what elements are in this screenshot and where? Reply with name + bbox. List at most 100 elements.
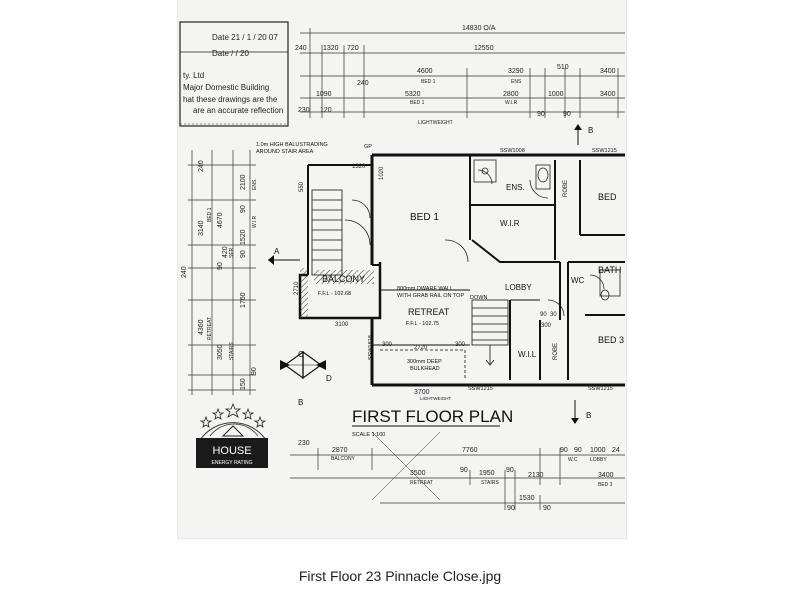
room-labels: BED 1 ENS. W.I.R ROBE BED BATH WC LOBBY … xyxy=(322,180,624,360)
dim-b-lobby: LOBBY xyxy=(590,457,607,463)
dim-510: 510 xyxy=(557,64,569,71)
stairs xyxy=(311,189,509,366)
stamp-text-3: hat these drawings are the xyxy=(183,95,278,104)
room-robe-2: ROBE xyxy=(553,343,559,360)
stamp: Date 21 / 1 / 20 07 Date / / 20 ty. Ltd … xyxy=(179,21,289,127)
dim-left-150: 150 xyxy=(240,378,247,390)
dim-12550: 12550 xyxy=(474,45,494,52)
dim-90-c: 90 xyxy=(540,312,547,318)
top-dimensions xyxy=(300,28,625,118)
logo-line-2: ENERGY RATING xyxy=(212,460,253,466)
dim-lightweight-top: LIGHTWEIGHT xyxy=(418,120,453,126)
dim-240: 240 xyxy=(295,45,307,52)
room-lobby: LOBBY xyxy=(505,283,532,292)
dim-b-3400: 3400 xyxy=(598,472,614,479)
dim-b-1950: 1950 xyxy=(479,470,495,477)
room-bed-3: BED 3 xyxy=(598,335,624,345)
room-bed-2: BED xyxy=(598,192,617,202)
section-marker-b-top: B xyxy=(574,124,593,145)
left-dimensions xyxy=(188,150,256,395)
room-bed-1: BED 1 xyxy=(410,212,439,223)
dim-b-90-e: 90 xyxy=(507,505,515,512)
dim-300-b: 300 xyxy=(455,342,466,348)
dim-230: 230 xyxy=(298,107,310,114)
plan-notes: 1.0m HIGH BALUSTRADING AROUND STAIR AREA… xyxy=(256,142,617,401)
dim-1320: 1320 xyxy=(323,45,339,52)
dim-1320-b: 1320 xyxy=(352,164,366,170)
note-bulkhead-2: BULKHEAD xyxy=(410,366,440,372)
dim-3700: 3700 xyxy=(414,389,430,396)
dim-b-24: 24 xyxy=(612,447,620,454)
dim-b-90-a: 90 xyxy=(560,447,568,454)
note-ssw4: SSW1215 xyxy=(468,386,493,392)
dim-left-1760: 1760 xyxy=(240,292,247,308)
logo-line-1: HOUSE xyxy=(212,445,251,457)
dim-b-90-f: 90 xyxy=(543,505,551,512)
note-ssw1: SSW1008 xyxy=(500,148,525,154)
star-icon xyxy=(199,415,213,428)
note-balustrade-2: AROUND STAIR AREA xyxy=(256,149,314,155)
dim-b-90-c: 90 xyxy=(460,467,468,474)
section-a-label: A xyxy=(274,247,280,256)
dim-bed1-label-2: BED 1 xyxy=(410,100,425,106)
dim-b-wc: W.C xyxy=(568,457,578,463)
misc-dimension-labels: 550 1320 2710 3100 2720 300 300 3700 90 … xyxy=(294,164,557,396)
note-ssw3: SSW1818 xyxy=(368,335,374,360)
floor-plan-drawing: Date 21 / 1 / 20 07 Date / / 20 ty. Ltd … xyxy=(179,21,625,512)
dim-2800: 2800 xyxy=(503,91,519,98)
dim-left-1520: 1520 xyxy=(240,229,247,245)
dim-2710: 2710 xyxy=(294,281,300,295)
dim-b-230: 230 xyxy=(298,440,310,447)
note-lightweight-bottom: LIGHTWEIGHT xyxy=(420,396,452,401)
dim-1090: 1090 xyxy=(316,91,332,98)
door-swings xyxy=(344,169,605,317)
dim-b-2870: 2870 xyxy=(332,447,348,454)
bottom-dimension-labels: 230 2870 BALCONY 7760 90 90 1000 W.C LOB… xyxy=(298,440,620,512)
dim-b-2130: 2130 xyxy=(528,472,544,479)
dim-left-stairs: STAIRS xyxy=(229,342,235,360)
dim-2720: 2720 xyxy=(414,345,428,351)
dim-wir-label: W.I.R xyxy=(505,100,518,106)
section-c-label: C xyxy=(298,350,304,359)
dim-left-3140: 3140 xyxy=(198,220,205,236)
dim-b-bed3: BED 3 xyxy=(598,482,613,488)
note-ffl-retreat: F.F.L - 102.75 xyxy=(406,321,439,327)
stamp-date-1: Date 21 / 1 / 20 07 xyxy=(212,33,278,42)
dim-left-wir: W.I.R xyxy=(252,215,258,228)
dim-5320: 5320 xyxy=(405,91,421,98)
star-icon xyxy=(241,407,255,420)
room-bath: BATH xyxy=(598,265,621,275)
dim-b-1000: 1000 xyxy=(590,447,606,454)
dim-left-bed1: BED 1 xyxy=(207,207,213,222)
section-marker-b-bottom: B xyxy=(571,400,591,424)
dim-120: 120 xyxy=(320,107,332,114)
section-b-label-compass: B xyxy=(298,398,303,407)
dim-3400-b: 3400 xyxy=(600,91,616,98)
dim-b-1530: 1530 xyxy=(519,495,535,502)
section-marker-a: A xyxy=(268,247,300,265)
stamp-date-2: Date / / 20 xyxy=(212,49,249,58)
dim-3100: 3100 xyxy=(335,322,349,328)
plan-scale: SCALE 1:100 xyxy=(352,432,385,438)
room-wir: W.I.R xyxy=(500,219,520,228)
left-dimension-labels: 240 3140 4670 2100 90 1520 90 240 420 17… xyxy=(181,160,258,390)
room-ensuite: ENS. xyxy=(506,183,525,192)
star-icon xyxy=(253,415,267,428)
star-icon xyxy=(211,407,225,420)
dim-b-90-d: 90 xyxy=(506,467,514,474)
dim-90-b: 90 xyxy=(563,111,571,118)
dim-3400-a: 3400 xyxy=(600,68,616,75)
dim-left-ens: ENS. xyxy=(252,178,258,190)
room-robe-1: ROBE xyxy=(563,180,569,197)
dim-left-90-a: 90 xyxy=(240,205,247,213)
dim-left-90-c: 90 xyxy=(217,262,224,270)
note-down: DOWN xyxy=(470,295,487,301)
dim-240-b: 240 xyxy=(357,80,369,87)
note-gp: GP xyxy=(364,144,372,150)
dim-bed1-label: BED 1 xyxy=(421,79,436,85)
dim-b-stairs: STAIRS xyxy=(481,480,499,486)
dim-30: 30 xyxy=(550,312,557,318)
note-balustrade-1: 1.0m HIGH BALUSTRADING xyxy=(256,142,328,148)
dim-left-3050: 3050 xyxy=(217,344,224,360)
